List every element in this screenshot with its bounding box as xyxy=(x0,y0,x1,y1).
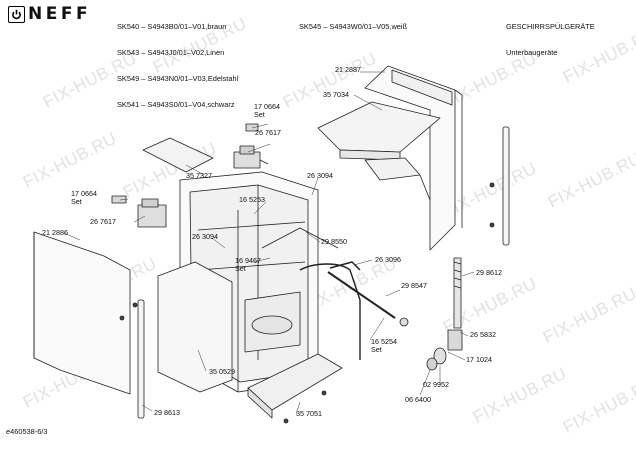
part-label-29-8547: 29 8547 xyxy=(401,281,427,290)
document-id: e460538-6/3 xyxy=(6,427,48,436)
part-label-29-8613: 29 8613 xyxy=(154,408,180,417)
leader-lines xyxy=(63,71,475,415)
category-title: GESCHIRRSPÜLGERÄTE Unterbaugeräte xyxy=(506,6,595,66)
side-panel-left xyxy=(33,231,131,395)
screws xyxy=(119,182,495,424)
part-label-02-9952: 02 9952 xyxy=(423,380,449,389)
model-line: SK543 – S4943J0/01–V02,Linen xyxy=(117,47,225,57)
neff-logo-mark xyxy=(8,6,25,23)
bracket-top xyxy=(245,123,259,132)
hinge-block-left xyxy=(137,198,167,228)
category-line: GESCHIRRSPÜLGERÄTE xyxy=(506,22,595,32)
side-panel-right xyxy=(364,65,463,251)
category-line: Unterbaugeräte xyxy=(506,47,558,57)
model-list-secondary: SK545 – S4943W0/01–V05,weiß xyxy=(299,6,407,40)
base-plinth xyxy=(247,353,343,419)
cover-strip xyxy=(142,137,214,173)
part-label-26-3094-top: 26 3094 xyxy=(307,171,333,180)
spray-arm-assembly xyxy=(261,227,409,360)
sealing-strip-right xyxy=(502,126,510,246)
part-label-29-8612: 29 8612 xyxy=(476,268,502,277)
water-hose xyxy=(329,261,361,271)
top-cover xyxy=(317,101,441,201)
part-label-35-0529: 35 0529 xyxy=(209,367,235,376)
part-label-26-5832: 26 5832 xyxy=(470,330,496,339)
model-line: SK541 – S4943S0/01–V04,schwarz xyxy=(117,99,235,109)
inlet-hose-assembly xyxy=(426,257,463,371)
model-line: SK545 – S4943W0/01–V05,weiß xyxy=(299,22,408,32)
part-label-29-8550: 29 8550 xyxy=(321,237,347,246)
part-label-17-1024: 17 1024 xyxy=(466,355,492,364)
part-label-21-2886: 21 2886 xyxy=(42,228,68,237)
part-label-06-6400: 06 6400 xyxy=(405,395,431,404)
model-line: SK549 – S4943N0/01–V03,Edelstahl xyxy=(117,73,239,83)
model-list-primary: SK540 – S4943B0/01–V01,braun SK543 – S49… xyxy=(117,6,238,118)
sealing-strip-left xyxy=(137,299,145,419)
part-label-35-7327: 35 7327 xyxy=(186,171,212,180)
part-label-26-3096: 26 3096 xyxy=(375,255,401,264)
part-label-35-7051: 35 7051 xyxy=(296,409,322,418)
part-label-21-2887: 21 2887 xyxy=(335,65,361,74)
model-line: SK540 – S4943B0/01–V01,braun xyxy=(117,22,227,32)
part-label-35-7034: 35 7034 xyxy=(323,90,349,99)
part-label-26-7617-left: 26 7617 xyxy=(90,217,116,226)
brand-logo-text: NEFF xyxy=(28,4,92,24)
power-icon xyxy=(12,9,21,20)
front-panel xyxy=(157,261,233,393)
part-label-16-5253: 16 5253 xyxy=(239,195,265,204)
part-label-26-7617-top: 26 7617 xyxy=(255,128,281,137)
hinge-block-top xyxy=(233,145,269,169)
part-label-26-3094-mid: 26 3094 xyxy=(192,232,218,241)
